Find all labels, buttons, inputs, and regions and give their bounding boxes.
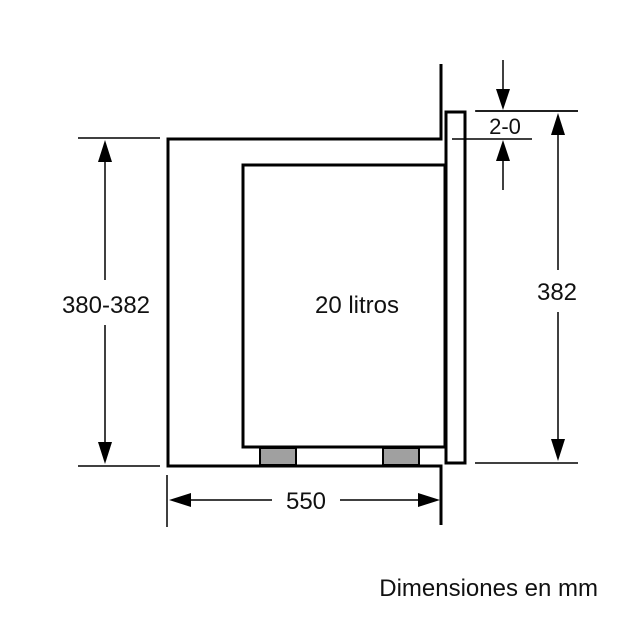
dimension-left-height	[78, 137, 160, 467]
units-caption: Dimensiones en mm	[379, 575, 598, 602]
gap-top-label: 2-0	[489, 114, 521, 139]
dimension-depth	[166, 475, 440, 527]
dimension-top-gap	[452, 60, 578, 190]
appliance-body	[241, 163, 447, 449]
height-left-label: 380-382	[62, 292, 150, 319]
front-panel	[444, 110, 467, 465]
foot-right	[382, 447, 420, 466]
niche-outline	[166, 64, 443, 525]
foot-left	[259, 447, 297, 466]
capacity-label: 20 litros	[315, 292, 399, 319]
depth-label: 550	[286, 488, 326, 515]
dimension-right-height	[475, 110, 578, 464]
height-right-label: 382	[537, 279, 577, 306]
